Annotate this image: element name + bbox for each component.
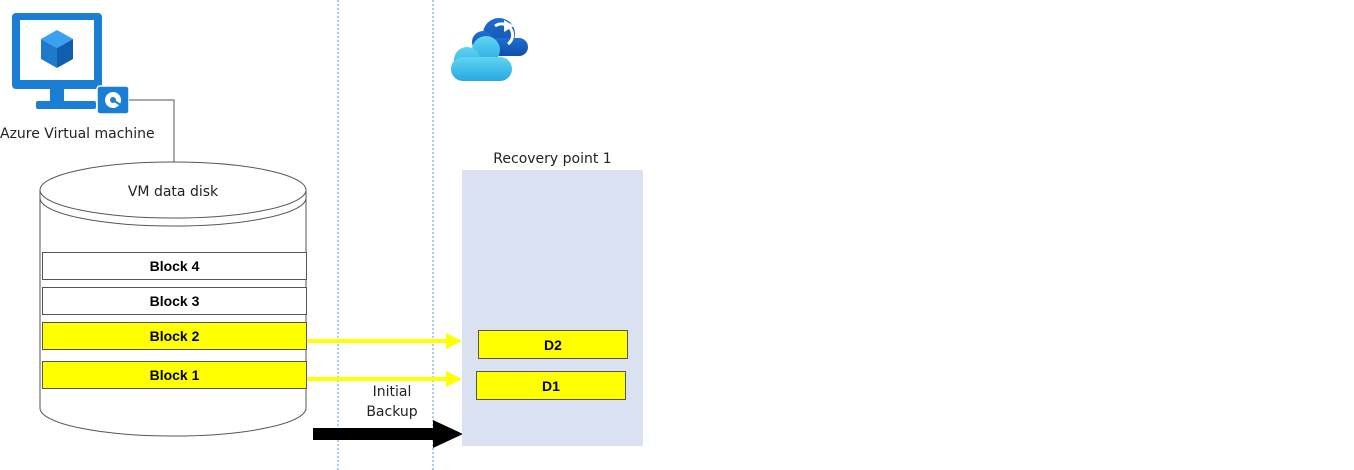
initial-backup-line2: Backup <box>366 404 418 420</box>
initial-backup-line1: Initial <box>372 384 412 400</box>
recovery-point-panel <box>462 170 643 446</box>
disk-block-3: Block 3 <box>42 287 307 315</box>
disk-block-1: Block 1 <box>42 361 307 389</box>
vm-disk-connector <box>129 99 175 163</box>
disk-label: VM data disk <box>127 184 219 200</box>
initial-backup-arrow <box>313 420 463 448</box>
azure-backup-cloud-icon <box>451 18 528 81</box>
initial-backup-label: Initial Backup <box>350 382 434 422</box>
recovery-point-label: Recovery point 1 <box>493 151 612 167</box>
vm-label: Azure Virtual machine <box>0 126 155 142</box>
recovery-item-d1: D1 <box>476 371 626 400</box>
disk-block-2: Block 2 <box>42 322 307 350</box>
block1-to-d1-arrow <box>306 371 462 387</box>
azure-vm-icon <box>12 13 130 115</box>
block2-to-d2-arrow <box>306 333 462 349</box>
disk-block-4: Block 4 <box>42 252 307 280</box>
recovery-item-d2: D2 <box>478 330 628 359</box>
